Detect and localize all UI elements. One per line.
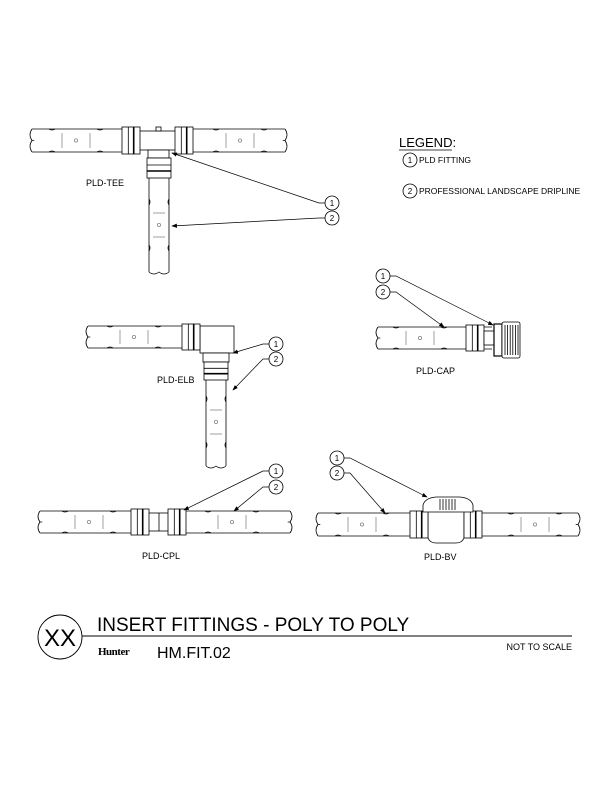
coupling-right-dripline: [185, 510, 293, 534]
tee-barb-left: [121, 126, 141, 155]
legend-number-1: 1: [408, 156, 413, 165]
svg-text:1: 1: [335, 454, 340, 463]
svg-text:1: 1: [274, 340, 279, 349]
elbow-barb-vertical: [203, 361, 229, 381]
tee-bottom-dripline: [148, 178, 170, 275]
elbow-label: PLD-ELB: [157, 375, 195, 385]
valve-barb-right: [463, 510, 483, 539]
legend-marker-1: [402, 152, 418, 168]
emitter-icon: [213, 419, 218, 424]
tee-barb-bottom: [146, 157, 172, 179]
tee-right-dripline: [193, 128, 288, 153]
legend-number-2: 2: [408, 187, 413, 196]
svg-text:1: 1: [330, 199, 335, 208]
scale-note: NOT TO SCALE: [506, 642, 572, 652]
coupling-callout-1: 1: [183, 463, 284, 511]
elbow-callout-2: 2: [232, 351, 284, 391]
emitter-icon: [229, 520, 234, 525]
svg-text:2: 2: [274, 483, 279, 492]
emitter-icon: [156, 222, 161, 227]
legend-item-2: PROFESSIONAL LANDSCAPE DRIPLINE: [419, 186, 581, 196]
emitter-icon: [359, 522, 364, 527]
valve-label: PLD-BV: [424, 552, 457, 562]
legend-marker-2: [402, 183, 418, 199]
cap-callout-1: 1: [375, 268, 494, 326]
valve-right-dripline: [480, 512, 581, 537]
tee-fitting-body: [137, 130, 177, 151]
svg-text:2: 2: [381, 288, 386, 297]
tee-callout-2: 2: [171, 210, 340, 228]
cap-label: PLD-CAP: [416, 366, 455, 376]
legend: LEGEND: 1 PLD FITTING 2 PROFESSIONAL LAN…: [399, 135, 581, 199]
elbow-fitting-neck: [202, 352, 230, 363]
emitter-icon: [237, 138, 242, 143]
drawing-id: HM.FIT.02: [157, 645, 231, 662]
elbow-dripline-horizontal: [85, 325, 185, 349]
title-block: XX INSERT FITTINGS - POLY TO POLY Hunter…: [37, 614, 572, 662]
svg-text:2: 2: [274, 355, 279, 364]
tee-fitting-nub: [155, 126, 162, 132]
tee-fitting-stem: [147, 149, 170, 159]
emitter-icon: [533, 522, 538, 527]
hunter-logo: Hunter: [98, 646, 130, 658]
elbow-callout-1: 1: [232, 336, 284, 354]
cap-callout-2: 2: [375, 284, 445, 328]
coupling-label: PLD-CPL: [142, 551, 180, 561]
elbow-dripline-vertical: [205, 380, 227, 469]
valve-callout-2: 2: [329, 465, 386, 514]
legend-title: LEGEND:: [399, 135, 456, 150]
coupling-left-dripline: [37, 510, 133, 534]
valve-barb-left: [409, 510, 429, 539]
svg-text:1: 1: [274, 467, 279, 476]
valve-body: [427, 513, 465, 544]
svg-text:1: 1: [381, 272, 386, 281]
valve-handle: [422, 496, 474, 513]
detail-number: XX: [44, 625, 76, 652]
emitter-icon: [87, 520, 92, 525]
tee-left-dripline: [29, 128, 122, 153]
svg-text:2: 2: [330, 214, 335, 223]
svg-text:2: 2: [335, 469, 340, 478]
tee-callout-1: 1: [171, 152, 340, 211]
legend-item-1: PLD FITTING: [419, 155, 471, 165]
emitter-icon: [74, 138, 79, 143]
elbow-barb-horizontal: [181, 323, 201, 351]
coupling-barb-right: [167, 508, 187, 536]
coupling-barb-left: [130, 508, 150, 536]
cap-fitting: [493, 321, 521, 359]
cap-barb: [465, 324, 485, 352]
detail-number-circle: [37, 614, 83, 660]
valve-left-dripline: [315, 512, 412, 537]
emitter-icon: [417, 335, 422, 340]
emitter-icon: [131, 334, 136, 339]
coupling-callout-2: 2: [233, 479, 284, 512]
drawing-title: INSERT FITTINGS - POLY TO POLY: [97, 615, 410, 636]
tee-label: PLD-TEE: [86, 178, 124, 188]
valve-callout-1: 1: [329, 450, 428, 498]
elbow-fitting-body: [199, 325, 235, 354]
tee-barb-right: [174, 126, 194, 155]
